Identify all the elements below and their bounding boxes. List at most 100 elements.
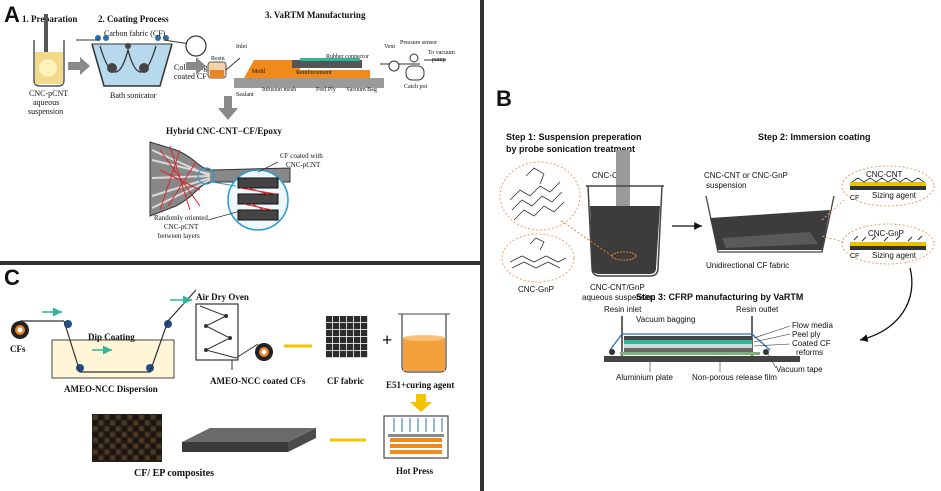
to-vacuum-label-1: To vacuum xyxy=(428,50,455,56)
coated-cfs-label: AMEO-NCC coated CFs xyxy=(210,376,306,386)
coated-cf-roll xyxy=(235,343,273,361)
collecting-label-2: coated CF xyxy=(174,72,207,81)
cf-fabric-cell xyxy=(354,337,361,344)
resin-outlet-label: Resin outlet xyxy=(736,305,779,314)
weave-cell xyxy=(139,432,144,437)
cf-label-2: CF xyxy=(850,253,859,260)
dip-coating-bath xyxy=(51,289,197,379)
arrow-prep-to-coating xyxy=(68,57,90,75)
vartm-setup-a xyxy=(207,53,446,88)
arrow-coating-to-vartm xyxy=(186,57,206,75)
air-dry-oven xyxy=(195,303,239,361)
cf-fabric-cell xyxy=(340,323,347,330)
cf-fabric-cell xyxy=(354,316,361,323)
weave-cell xyxy=(122,420,127,426)
carbon-fabric-label: Carbon fabric (CF) xyxy=(104,29,166,38)
suspension-label-1: CNC-CNT/GnP xyxy=(590,283,645,292)
cf-fabric-cell xyxy=(361,351,368,358)
cf-fabric-cell xyxy=(326,330,333,337)
dip-coating-label: Dip Coating xyxy=(88,332,135,342)
weave-cell xyxy=(104,455,109,460)
weave-cell xyxy=(139,438,144,443)
cf-fabric-cell xyxy=(361,337,368,344)
weave-cell xyxy=(110,444,115,449)
weave-cell xyxy=(127,415,133,420)
resin-inlet-label: Resin inlet xyxy=(604,305,642,314)
weave-cell xyxy=(122,432,127,437)
weave-cell xyxy=(133,449,138,455)
weave-cell xyxy=(156,420,162,426)
cf-fabric-cell xyxy=(347,330,354,337)
weave-cell xyxy=(93,426,98,431)
cf-fabric-cell xyxy=(354,344,361,351)
cf-fabric-cell xyxy=(326,323,333,330)
flow-media-label: Flow media xyxy=(792,321,833,330)
weave-cell xyxy=(127,420,133,426)
air-dry-oven-label: Air Dry Oven xyxy=(196,292,249,302)
step-preparation-label: 1. Preparation xyxy=(22,14,77,24)
resin-label: Resin xyxy=(211,56,225,62)
vent-label: Vent xyxy=(384,44,395,50)
step1-label-2: by probe sonication treatment xyxy=(506,144,635,154)
weave-cell xyxy=(156,444,162,449)
cnc-pcnt-label-3: suspension xyxy=(28,107,63,116)
catch-pot-label: Catch pot xyxy=(404,84,427,90)
bubble-cnc-gnp-label: CNC-GnP xyxy=(868,229,904,238)
weave-cell xyxy=(93,444,98,449)
weave-cell xyxy=(145,444,150,449)
cf-fabric-cell xyxy=(333,323,340,330)
weave-cell xyxy=(116,432,121,437)
rubber-connector-label: Rubber connector xyxy=(326,54,369,60)
weave-cell xyxy=(145,455,150,460)
weave-cell xyxy=(104,438,109,443)
curing-agent-label: E51+curing agent xyxy=(386,380,454,390)
arrow-to-step3 xyxy=(859,267,913,342)
hot-press-label: Hot Press xyxy=(396,466,434,476)
weave-cell xyxy=(127,426,133,431)
weave-cell xyxy=(104,432,109,437)
weave-cell xyxy=(151,426,156,431)
vacuum-bagging-label: Vacuum bagging xyxy=(636,315,695,324)
cnc-pcnt-label-2: aqueous xyxy=(33,98,59,107)
weave-cell xyxy=(145,438,150,443)
weave-cell xyxy=(156,415,162,420)
cf-fabric-cell xyxy=(340,344,347,351)
weave-cell xyxy=(93,415,98,420)
cf-roll xyxy=(11,320,64,339)
bubble-cnc-cnt-label: CNC-CNT xyxy=(866,170,903,179)
step-vartm-label: 3. VaRTM Manufacturing xyxy=(265,10,366,20)
release-film-label: Non-porous release film xyxy=(692,373,777,382)
peel-ply-b-label: Peel ply xyxy=(792,330,820,339)
panel-c: C CFs Dip Coating AMEO-NCC Dispersion xyxy=(4,265,454,479)
weave-cell xyxy=(151,455,156,460)
composite-photo xyxy=(92,414,162,462)
cf-fabric-cell xyxy=(340,330,347,337)
mold-label: Mold xyxy=(252,69,265,75)
suspension-label-2: aqueous suspension xyxy=(582,293,655,302)
bath-sonicator xyxy=(76,35,207,87)
reinforcement-label: Reinforcement xyxy=(296,69,332,76)
weave-cell xyxy=(122,444,127,449)
weave-cell xyxy=(133,432,138,437)
cf-fabric-grid xyxy=(326,316,368,358)
weave-cell xyxy=(122,438,127,443)
cnc-pcnt-label-1: CNC-pCNT xyxy=(29,89,68,98)
cf-fabric-cell xyxy=(340,316,347,323)
weave-cell xyxy=(98,415,104,420)
cf-fabric-cell xyxy=(347,337,354,344)
probe-sonication-beaker xyxy=(559,150,664,277)
weave-cell xyxy=(93,449,98,455)
coated-cf-label-1: Coated CF xyxy=(792,339,831,348)
weave-cell xyxy=(104,415,109,420)
cf-fabric-cell xyxy=(326,344,333,351)
immersion-tray xyxy=(705,195,835,253)
plus-sign: + xyxy=(382,330,392,350)
cf-fabric-cell xyxy=(347,323,354,330)
step-coating-label: 2. Coating Process xyxy=(98,14,169,24)
weave-cell xyxy=(98,444,104,449)
cf-fabric-cell xyxy=(333,330,340,337)
weave-cell xyxy=(98,432,104,437)
weave-cell xyxy=(127,438,133,443)
sealant-label: Sealant xyxy=(236,92,254,98)
